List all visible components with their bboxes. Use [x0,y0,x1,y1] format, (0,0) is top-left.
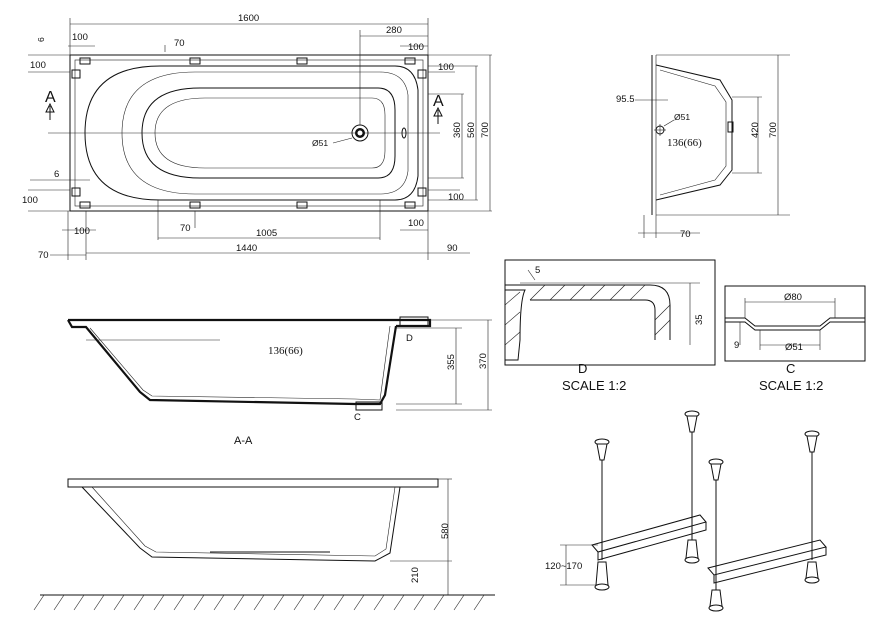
end-dim-420: 420 [750,122,761,138]
top-view-drain-hole [357,130,363,136]
drain-diameter-top: Ø51 [312,138,328,148]
end-dim-700: 700 [768,122,779,138]
dim-1440: 1440 [236,243,257,254]
detail-d-dim-5: 5 [535,265,540,276]
end-dim-70: 70 [680,229,691,240]
dim-360: 360 [452,122,463,138]
detail-d: 5 35 D SCALE 1:2 [504,259,716,393]
dim-100-top-left: 100 [72,32,88,43]
top-view-basin [84,65,419,201]
dim-1005: 1005 [256,228,277,239]
dim-6-left: 6 [54,169,59,180]
section-marker-d: D [406,333,413,344]
dim-100-top-right: 100 [408,42,424,53]
top-view-overflow [401,127,407,139]
side-dim-210: 210 [410,567,421,583]
detail-d-marker-box [399,316,429,327]
detail-d-scale: SCALE 1:2 [562,378,626,393]
dim-90: 90 [447,243,458,254]
section-depth-note: 136(66) [268,345,303,357]
end-drain-diameter: Ø51 [674,112,690,122]
leg-rods [601,420,813,590]
side-view: 580 210 [33,478,495,611]
detail-d-label: D [578,361,587,376]
dim-70-far: 70 [38,250,49,261]
end-view: 700 420 95.5 Ø51 136(66) 70 [616,54,790,240]
section-marker-a-right: A [433,93,444,110]
detail-c-marker-box [355,401,383,411]
section-marker-c: C [354,412,361,423]
detail-c-dim-9: 9 [734,340,739,351]
top-view-mount-pads [71,57,427,209]
dim-100-right-top: 100 [438,62,454,73]
side-view-rim [67,478,439,488]
detail-c-dim-80: Ø80 [784,292,802,303]
end-dim-95-5: 95.5 [616,94,635,105]
side-dim-580: 580 [440,523,451,539]
detail-c-dim-51: Ø51 [785,342,803,353]
top-view-basin-floor-inner [154,97,386,169]
dim-280: 280 [386,25,402,36]
legs-height-range: 120~170 [545,561,582,572]
ground-hatch [33,594,485,611]
leg-caps [594,410,820,481]
detail-d-dim-35: 35 [694,314,705,325]
dim-100-left-top: 100 [30,60,46,71]
top-view: 1600 280 100 70 100 6 100 100 360 560 70… [22,13,492,261]
section-dim-370: 370 [478,353,489,369]
dim-100-bottom-left: 100 [74,226,90,237]
section-marker-a-left: A [45,89,56,106]
dim-1600: 1600 [238,13,259,24]
dim-6-top: 6 [36,37,46,42]
detail-c-frame [724,285,866,362]
section-shell [67,319,398,406]
section-rim [68,318,432,328]
detail-c-scale: SCALE 1:2 [759,378,823,393]
detail-c: Ø80 Ø51 9 C SCALE 1:2 [724,285,866,393]
section-view: D C 136(66) 355 370 A-A [67,316,492,447]
end-depth-note: 136(66) [667,137,702,149]
section-title: A-A [234,435,253,447]
side-view-shell [81,486,401,562]
detail-d-frame [504,259,716,366]
end-view-outline [655,64,733,201]
dim-70-bottom: 70 [180,223,191,234]
dim-70-top: 70 [174,38,185,49]
top-view-basin-floor [141,87,396,179]
legs-assembly: 120~170 [545,410,827,612]
dim-100-right-bottom: 100 [448,192,464,203]
dim-100-bottom-right: 100 [408,218,424,229]
dim-100-left-bottom: 100 [22,195,38,206]
section-dim-355: 355 [446,354,457,370]
detail-c-label: C [786,361,795,376]
top-view-basin-inner [121,71,409,195]
leg-feet [594,539,820,612]
dim-700: 700 [480,122,491,138]
dim-560: 560 [466,122,477,138]
